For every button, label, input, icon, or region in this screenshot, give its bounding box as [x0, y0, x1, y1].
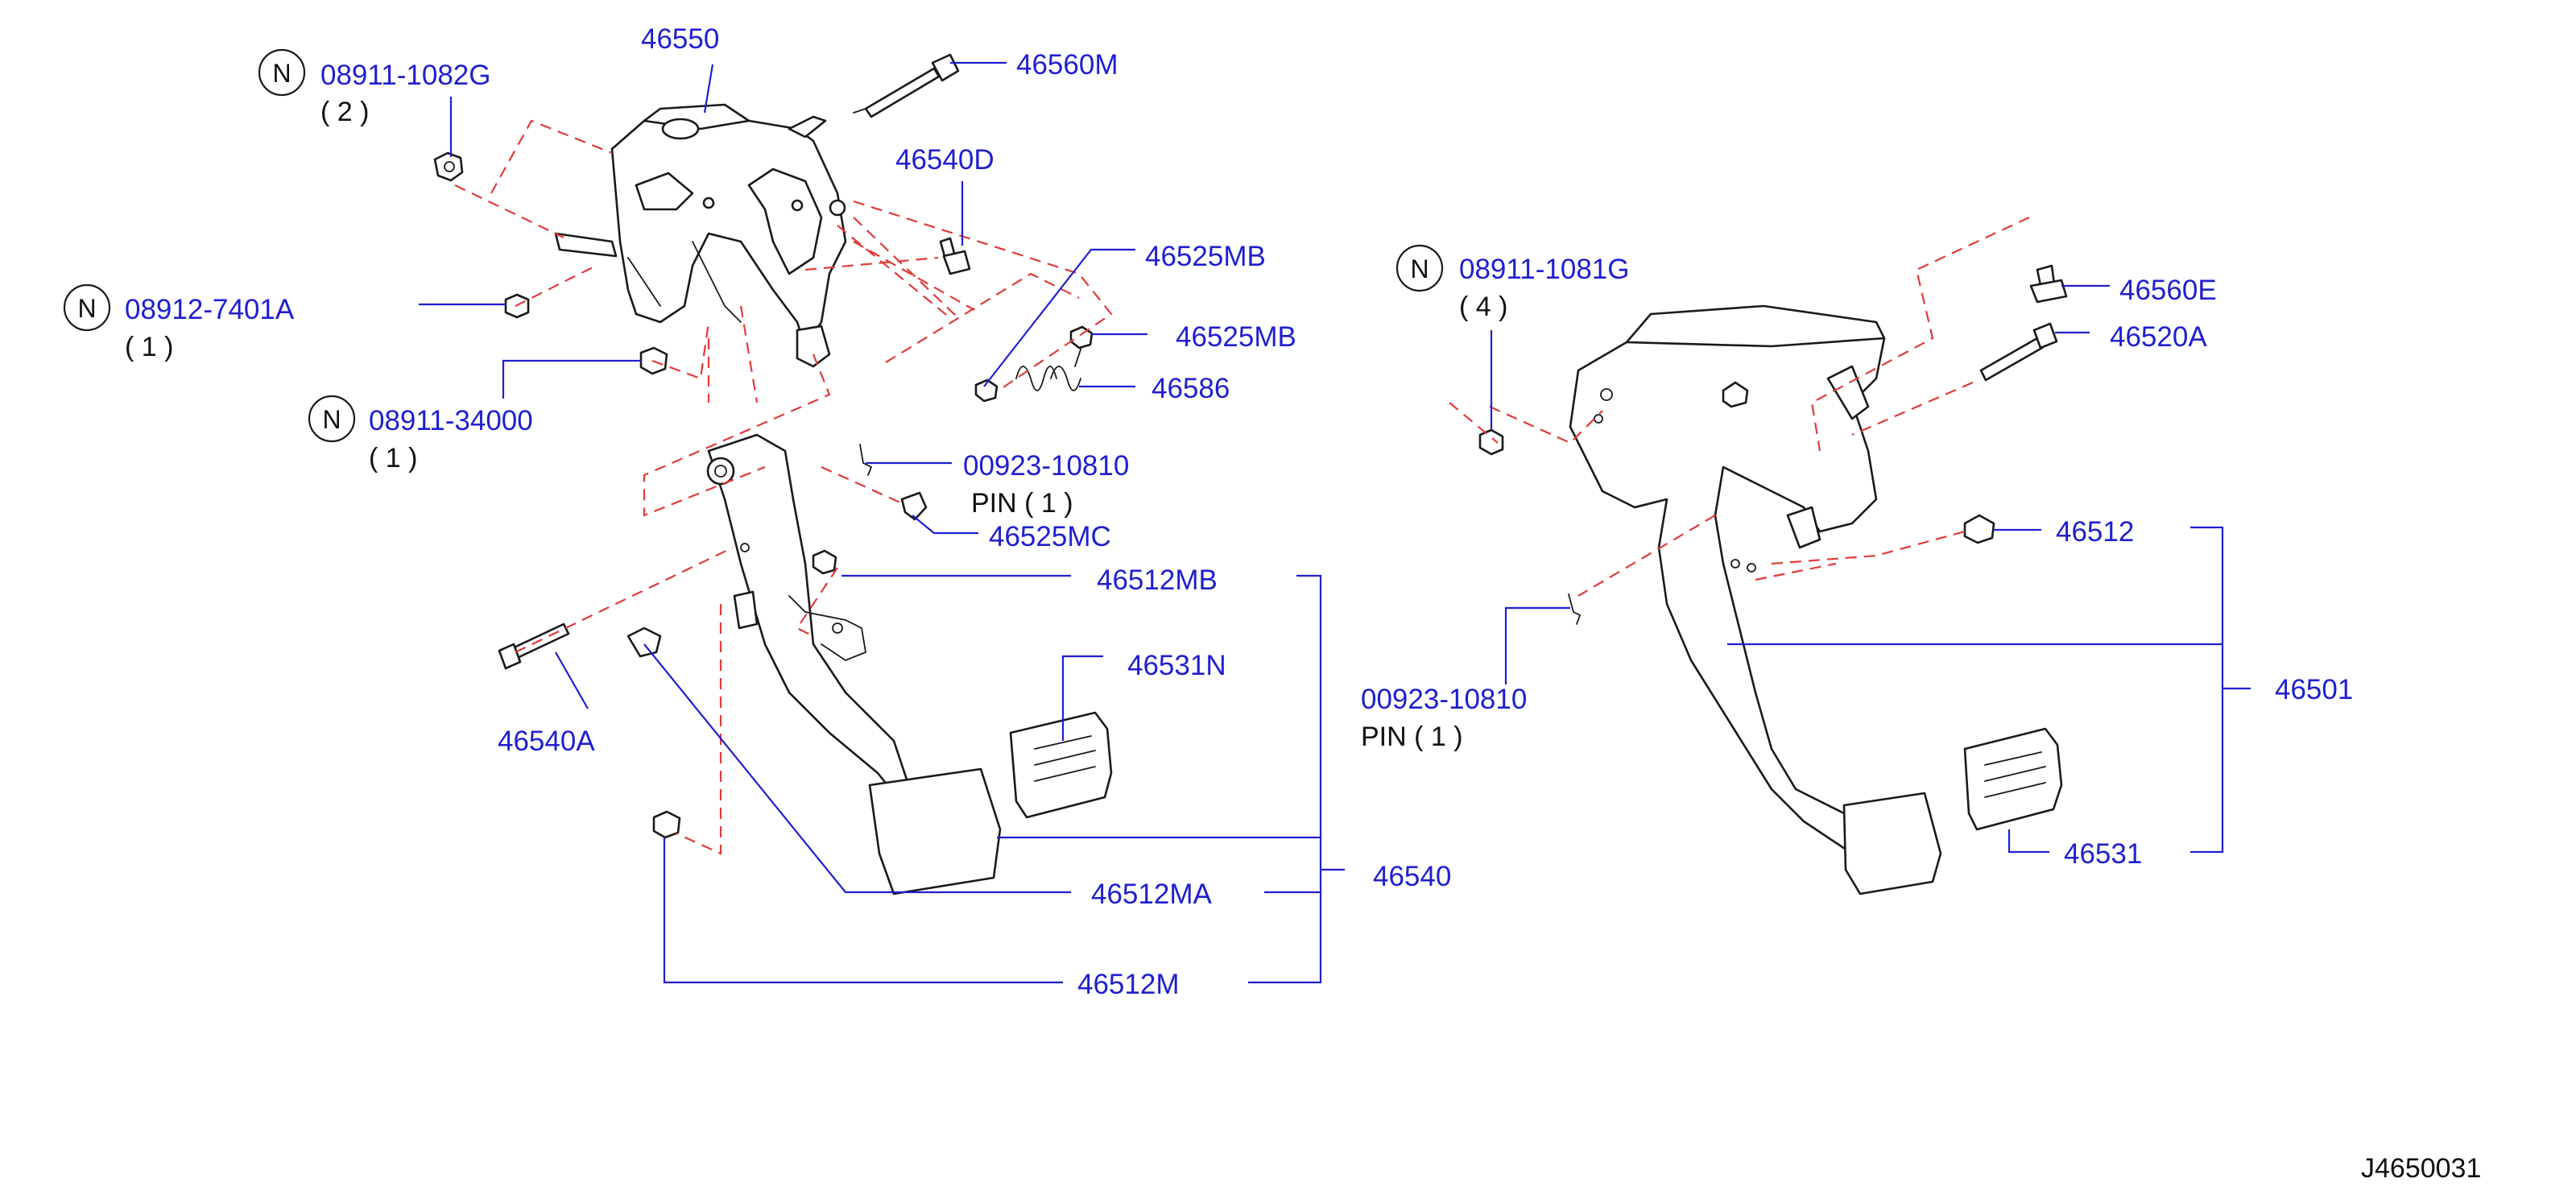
label-46560E: 46560E [2119, 275, 2217, 306]
leader-lines [419, 61, 2251, 984]
label-46560M: 46560M [1016, 49, 1118, 81]
nut-08911-1082G-drawing [433, 151, 464, 182]
label-46540: 46540 [1373, 861, 1451, 892]
svg-text:N: N [272, 59, 291, 88]
n-symbol-3: N [308, 395, 356, 443]
bracket-46550-drawing [554, 103, 847, 368]
brake-pedal-46540-drawing [706, 433, 1002, 895]
label-46540D: 46540D [895, 144, 994, 176]
label-46520A: 46520A [2110, 321, 2207, 353]
bolt-46520A-drawing [1979, 322, 2058, 382]
clip-46525MC-drawing [900, 491, 928, 521]
label-46540A: 46540A [498, 726, 595, 757]
bushing-46525MB-a-drawing [974, 378, 999, 403]
qty-08911-1082G: ( 2 ) [320, 97, 369, 127]
nut-08911-1081G-drawing [1478, 428, 1504, 456]
clutch-pedal-46501-drawing [1569, 304, 1942, 895]
label-46512MB: 46512MB [1097, 564, 1218, 596]
stopper-46512MA-drawing [626, 626, 662, 658]
pin-00923-10810-a-drawing [859, 444, 873, 476]
n-symbol-2: N [63, 283, 111, 332]
label-46512: 46512 [2056, 516, 2134, 548]
label-46525MB-b: 46525MB [1176, 321, 1296, 353]
part-labels: 46550 46560M 08911-1082G ( 2 ) 46540D 46… [125, 23, 2353, 1000]
bolt-46560E-drawing [2029, 264, 2068, 304]
label-46531: 46531 [2064, 838, 2142, 870]
label-00923-10810-a: 00923-10810 [963, 450, 1129, 482]
svg-text:N: N [322, 405, 341, 434]
label-46501: 46501 [2275, 674, 2353, 705]
label-46586: 46586 [1152, 373, 1230, 404]
n-symbol-4: N [1396, 244, 1444, 292]
qty-08912-7401A: ( 1 ) [125, 332, 173, 362]
svg-text:N: N [77, 294, 96, 323]
bolt-46540D-drawing [939, 237, 971, 275]
qty-08911-1081G: ( 4 ) [1459, 292, 1507, 322]
label-08911-1081G: 08911-1081G [1459, 254, 1629, 285]
label-46525MB-a: 46525MB [1145, 241, 1266, 272]
diagram-id: J4650031 [2361, 1153, 2481, 1184]
label-08912-7401A: 08912-7401A [125, 294, 295, 325]
pedal-pad-46531N-drawing [1009, 711, 1113, 819]
nut-46512M-drawing [652, 810, 681, 839]
pin-qty-a: PIN ( 1 ) [971, 488, 1073, 519]
bolt-46560M-drawing [853, 53, 960, 118]
assembly-dashed-lines [454, 119, 2030, 855]
pin-00923-10810-b-drawing [1568, 593, 1582, 625]
label-46550: 46550 [641, 23, 719, 55]
label-08911-1082G: 08911-1082G [320, 60, 490, 91]
label-08911-34000: 08911-34000 [369, 405, 533, 436]
svg-text:N: N [1410, 254, 1429, 283]
qty-08911-34000: ( 1 ) [369, 443, 417, 473]
pedal-pad-46531-drawing [1963, 727, 2063, 831]
pin-qty-b: PIN ( 1 ) [1361, 722, 1463, 752]
stopper-46512MB-drawing [812, 549, 837, 575]
label-46512M: 46512M [1077, 969, 1179, 1000]
label-00923-10810-b: 00923-10810 [1361, 684, 1527, 715]
spring-46586-drawing [1015, 341, 1084, 391]
label-46531N: 46531N [1127, 650, 1226, 681]
label-46512MA: 46512MA [1091, 879, 1212, 910]
label-46525MC: 46525MC [989, 521, 1111, 552]
n-symbol-1: N [258, 48, 306, 97]
stopper-46512-drawing [1963, 514, 1995, 544]
